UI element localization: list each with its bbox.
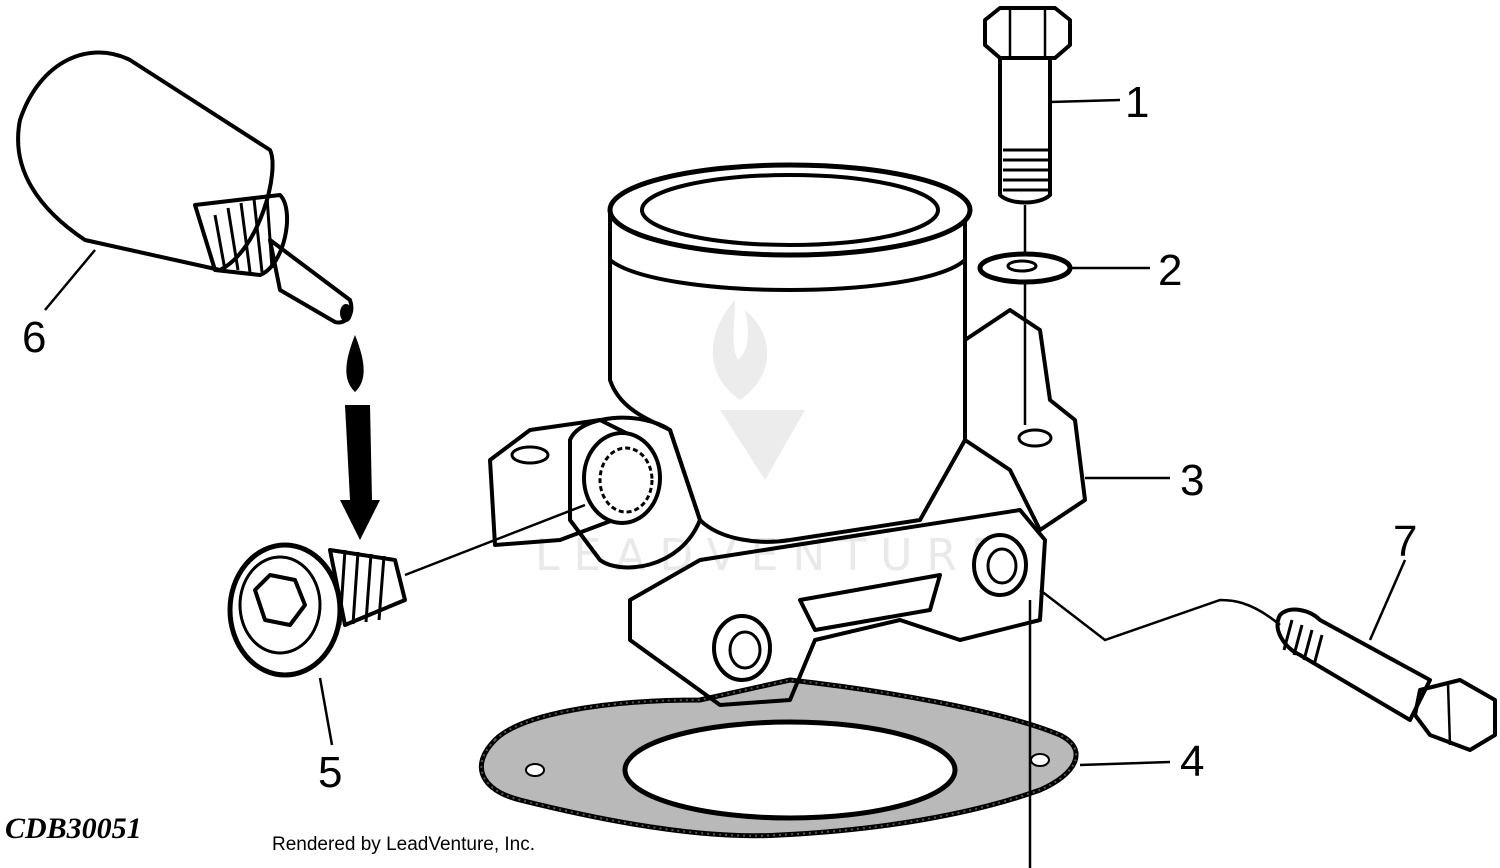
callout-2: 2 — [1158, 246, 1182, 295]
cap-screw-long — [1039, 589, 1497, 752]
callout-4: 4 — [1180, 737, 1204, 786]
callout-3: 3 — [1180, 456, 1204, 505]
sealant-bottle — [16, 50, 380, 540]
callout-1: 1 — [1125, 78, 1149, 127]
render-credit: Rendered by LeadVenture, Inc. — [272, 834, 535, 855]
watermark-text: LEADVENTURE — [535, 530, 1013, 581]
outlet-housing — [488, 162, 1087, 707]
pipe-plug — [227, 503, 586, 678]
cap-screw — [983, 6, 1072, 255]
gasket — [478, 677, 1079, 839]
callout-5: 5 — [318, 748, 342, 797]
callout-leaders — [44, 98, 1407, 868]
figure-code: CDB30051 — [5, 812, 142, 845]
washer — [977, 251, 1073, 425]
watermark: LEADVENTURE — [535, 300, 1013, 581]
callout-7: 7 — [1393, 517, 1417, 566]
callout-6: 6 — [22, 313, 46, 362]
